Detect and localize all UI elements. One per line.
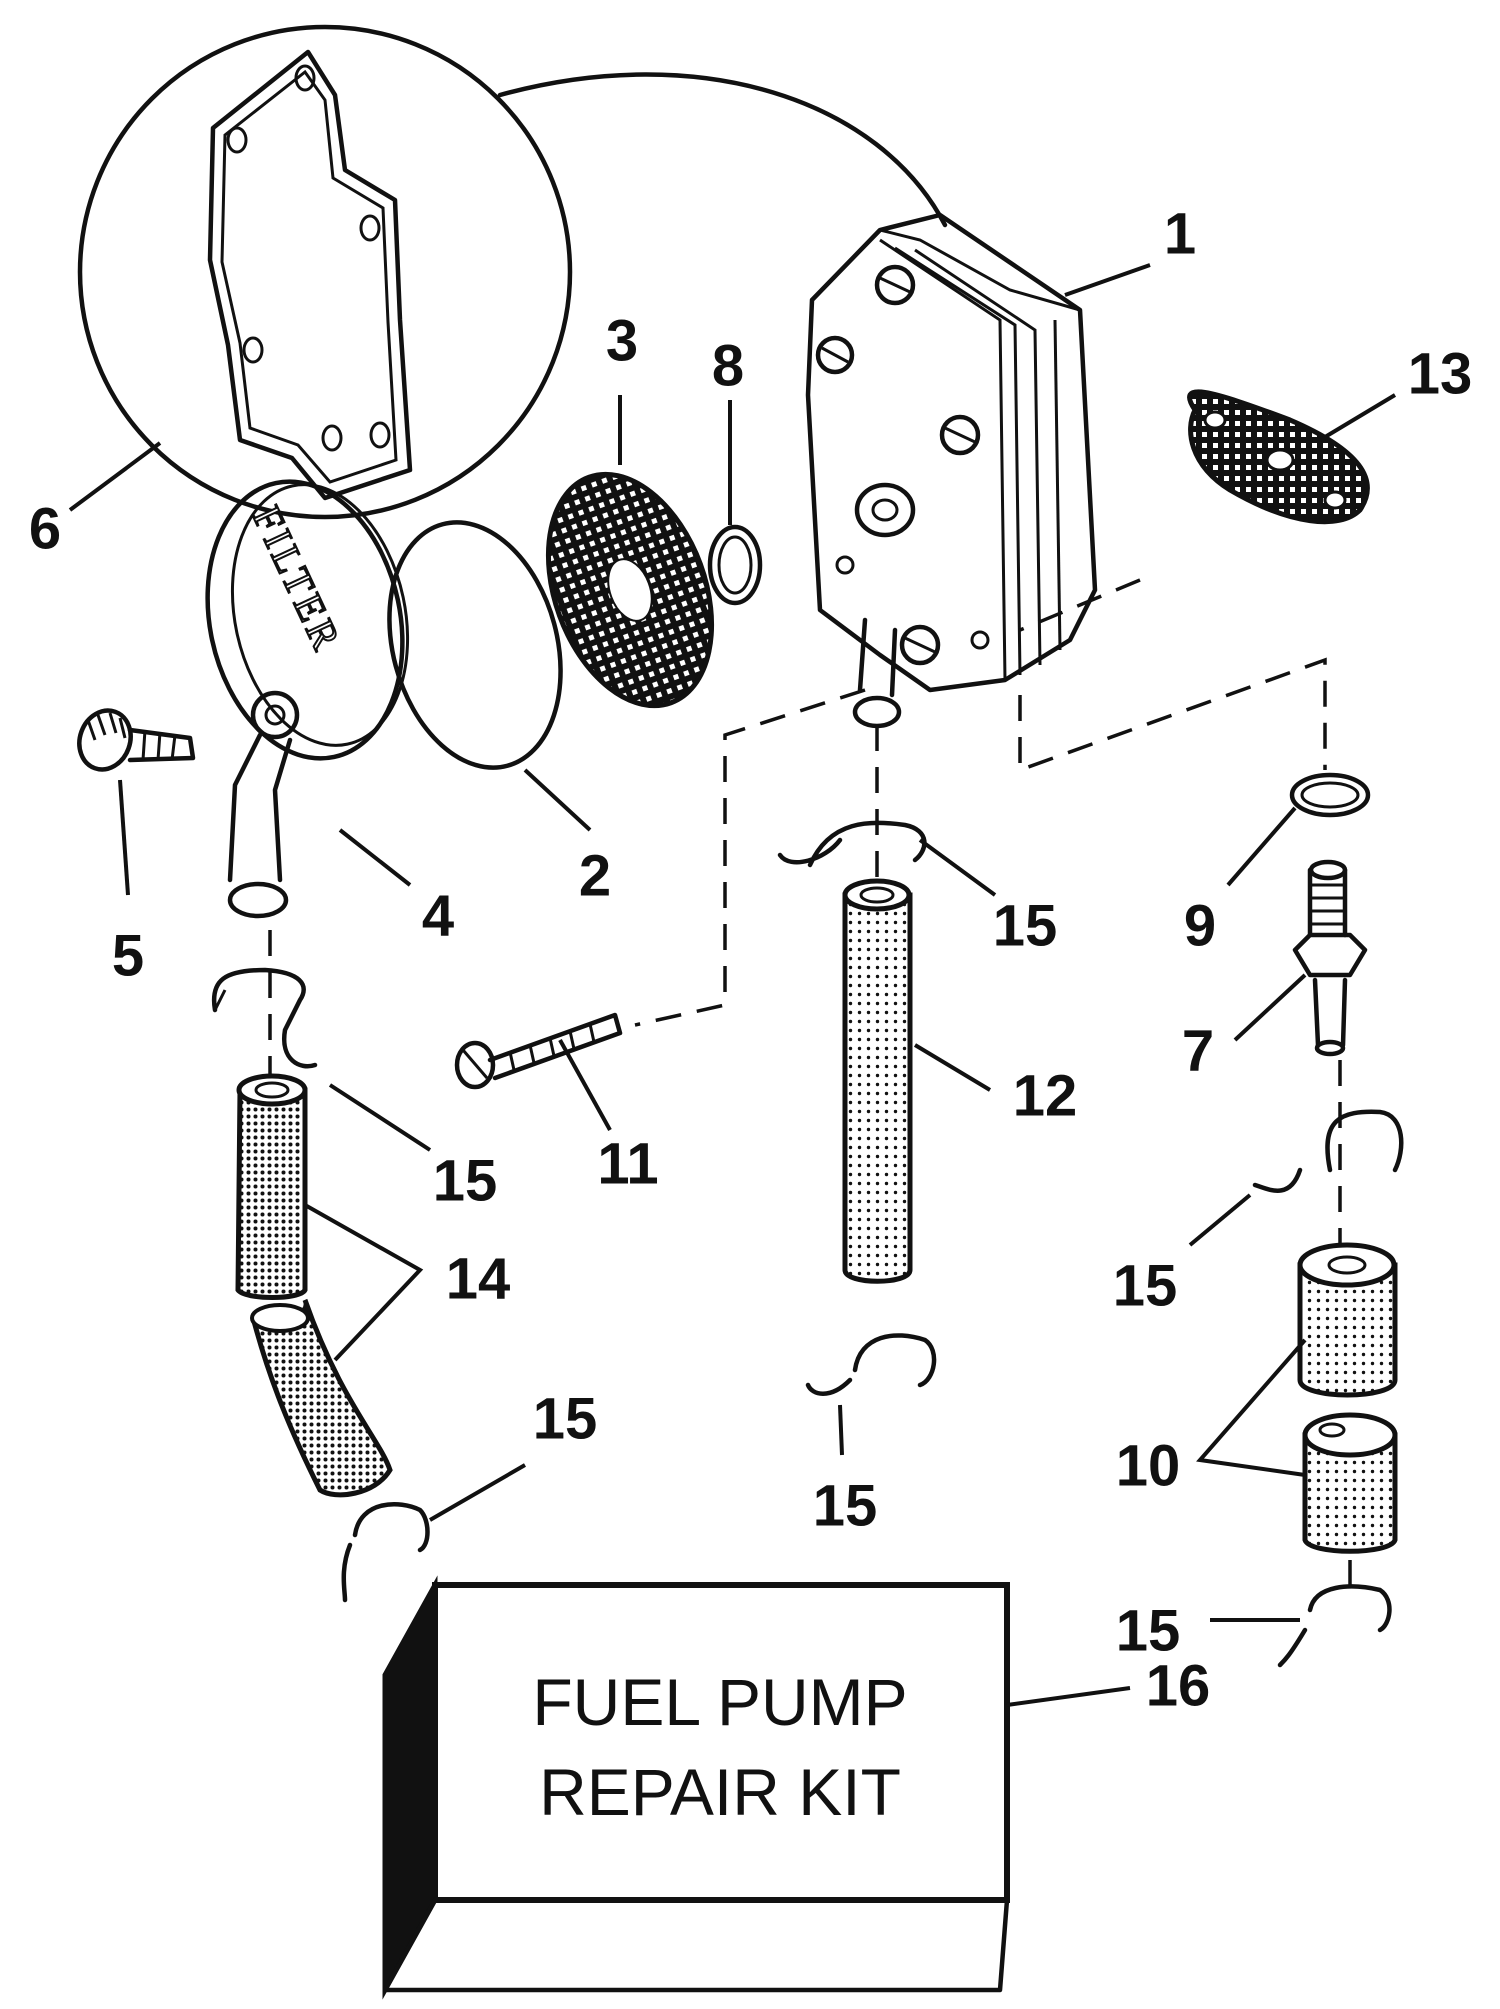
filter-screen (545, 395, 715, 709)
callout-15-e: 15 (533, 1386, 598, 1451)
straight-hose (842, 878, 992, 1284)
hose-clamp-2 (777, 820, 997, 897)
thumb-screw (77, 708, 196, 896)
pump-gasket (1187, 389, 1397, 525)
callout-6: 6 (29, 496, 61, 561)
callout-5: 5 (112, 923, 144, 988)
hose-clamp-6 (1210, 1584, 1392, 1668)
callout-15-d: 15 (813, 1473, 878, 1538)
hose-clamp-1 (211, 967, 432, 1152)
callout-8: 8 (712, 333, 744, 398)
callout-7: 7 (1182, 1018, 1214, 1083)
pump-screw-3 (939, 414, 981, 456)
callout-2: 2 (579, 843, 611, 908)
filter-text: FILTER (244, 499, 351, 659)
short-hoses (1196, 1242, 1398, 1554)
fuel-pump-body (805, 212, 1151, 729)
callout-11: 11 (597, 1131, 658, 1196)
callout-13: 13 (1408, 341, 1473, 406)
callout-15-a: 15 (433, 1148, 498, 1213)
large-o-ring (387, 520, 592, 832)
assembly-dashed-lines (268, 578, 1352, 1600)
fuel-fitting (1233, 859, 1368, 1057)
callout-labels: 1 2 3 4 5 6 7 8 9 10 11 12 13 14 15 15 1… (29, 201, 1472, 1718)
hose-clamp-4 (805, 1333, 937, 1456)
pump-screw-2 (815, 335, 855, 375)
callout-10: 10 (1116, 1433, 1181, 1498)
callout-14: 14 (446, 1246, 511, 1311)
kit-label-line2: REPAIR KIT (539, 1755, 901, 1829)
callout-9: 9 (1184, 893, 1216, 958)
callout-16: 16 (1146, 1653, 1211, 1718)
long-screw (454, 1012, 623, 1131)
gasket-plate (207, 49, 413, 501)
callout-15-b: 15 (993, 893, 1058, 958)
pump-boss (854, 482, 916, 538)
washer (1226, 772, 1371, 887)
callout-4: 4 (422, 883, 454, 948)
pump-screw-1 (874, 264, 916, 306)
pump-screw-4 (899, 624, 941, 666)
callout-15-c: 15 (1113, 1253, 1178, 1318)
hose-clamp-3 (1188, 1109, 1404, 1247)
small-o-ring (707, 400, 763, 606)
magnifier-connector (497, 72, 948, 228)
curved-hoses (235, 1073, 424, 1498)
filter-cover: FILTER (205, 479, 412, 919)
callout-15-f: 15 (1116, 1598, 1181, 1663)
repair-kit-box: FUEL PUMP REPAIR KIT (382, 1575, 1131, 2000)
callout-1: 1 (1164, 201, 1196, 266)
callout-12: 12 (1013, 1063, 1078, 1128)
callout-3: 3 (606, 308, 638, 373)
gasket-detail-circle (68, 24, 948, 520)
hose-clamp-5 (341, 1463, 527, 1603)
kit-label-line1: FUEL PUMP (532, 1665, 907, 1739)
